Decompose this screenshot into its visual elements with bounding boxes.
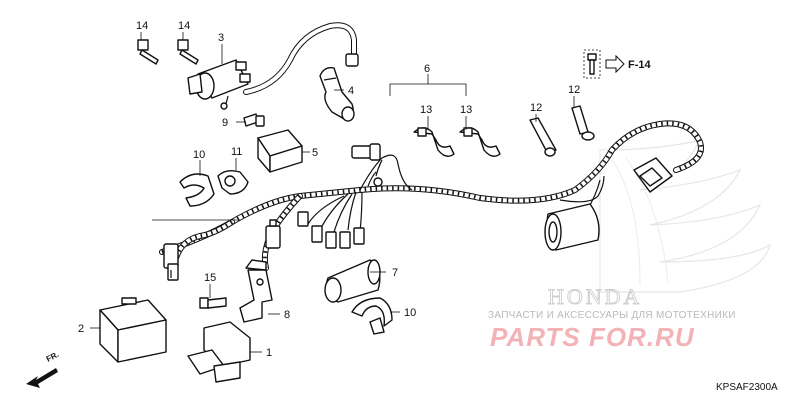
part-label-4: 4 — [348, 85, 354, 97]
part-label-14b: 14 — [178, 20, 190, 32]
bracket-12b — [571, 105, 595, 141]
part-label-1: 1 — [266, 347, 272, 359]
band-10-right — [351, 297, 393, 335]
ref-bolt — [583, 49, 601, 79]
leader-lines — [90, 32, 575, 353]
clip-13a — [413, 127, 455, 157]
multi-pin-connectors — [297, 211, 365, 249]
honda-wing-watermark — [599, 139, 771, 293]
bolt-15 — [199, 297, 227, 309]
clip-13b — [459, 127, 501, 157]
clamp-11 — [217, 169, 249, 195]
diagram-code: KPSAF2300A — [716, 382, 778, 393]
part-label-8: 8 — [284, 309, 290, 321]
part-label-7: 7 — [392, 267, 398, 279]
ref-label-f14: F-14 — [628, 59, 652, 71]
part-label-6: 6 — [424, 63, 430, 75]
part-label-10-right: 10 — [404, 307, 416, 319]
watermark-caption: ЗАПЧАСТИ И АКСЕССУАРЫ ДЛЯ МОТОТЕХНИКИ — [488, 310, 736, 321]
top-connector — [351, 143, 383, 187]
part-label-2: 2 — [78, 323, 84, 335]
part-number-labels: 14 14 3 4 9 5 10 11 6 13 13 12 12 7 10 8… — [78, 20, 580, 359]
left-connector — [163, 243, 179, 281]
part-label-5: 5 — [312, 147, 318, 159]
watermark-logo: PARTS FOR.RU — [490, 322, 695, 352]
bulb-socket — [544, 203, 600, 251]
spark-plug-cap — [319, 66, 355, 122]
part-label-15: 15 — [204, 272, 216, 284]
condenser — [324, 259, 381, 303]
part-label-13b: 13 — [460, 104, 472, 116]
bolt-14b — [177, 39, 199, 65]
part-label-13a: 13 — [420, 104, 432, 116]
battery-box — [99, 297, 167, 363]
relay-unit — [257, 129, 303, 173]
bolt-9 — [243, 113, 265, 127]
ref-arrow — [605, 54, 625, 74]
front-direction-arrow — [26, 368, 58, 388]
band-10-left — [179, 173, 215, 207]
front-label: FR. — [45, 350, 61, 364]
middle-connector — [265, 219, 281, 249]
right-coupler — [633, 157, 673, 193]
main-wire-harness — [159, 120, 704, 271]
part-label-11: 11 — [231, 146, 242, 158]
part-label-10-left: 10 — [193, 149, 205, 161]
bracket-12a — [529, 117, 557, 157]
part-label-12b: 12 — [568, 84, 580, 96]
part-label-3: 3 — [218, 32, 224, 44]
battery-holder — [187, 321, 251, 383]
honda-brand-watermark: HONDA — [548, 284, 642, 309]
part-label-12a: 12 — [530, 102, 542, 114]
part-label-14a: 14 — [136, 20, 148, 32]
stay-8 — [239, 259, 273, 323]
bolt-14a — [137, 39, 159, 65]
part-label-9: 9 — [222, 117, 228, 129]
ignition-coil — [187, 59, 251, 110]
